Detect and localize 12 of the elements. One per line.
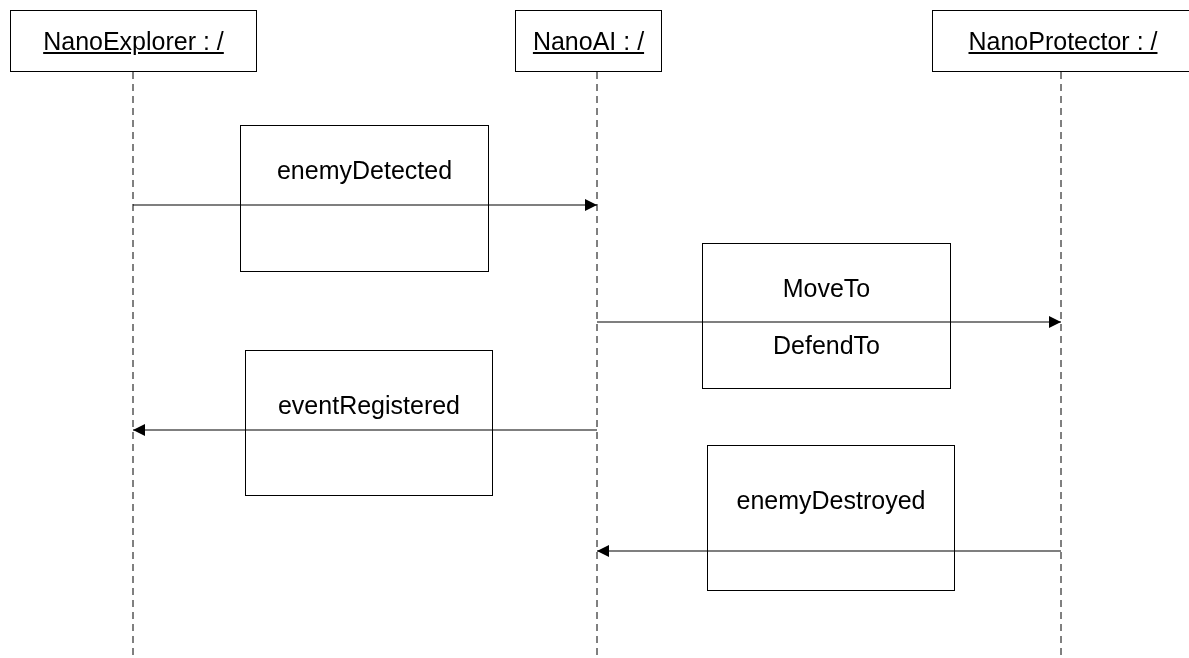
edge-label: MoveTo — [781, 274, 872, 303]
edge-label: enemyDestroyed — [735, 486, 927, 515]
message-arrow — [132, 199, 598, 211]
edge-label: enemyDetected — [275, 156, 454, 185]
message-arrow — [596, 316, 1062, 328]
edge-label: DefendTo — [772, 331, 881, 360]
message-arrow — [596, 545, 1062, 557]
edge-label: eventRegistered — [276, 391, 462, 420]
object-name: NanoAI : / — [532, 26, 645, 56]
object-name: NanoExplorer : / — [43, 26, 224, 56]
object-name: NanoProtector : / — [968, 26, 1158, 56]
message-arrow — [132, 424, 598, 436]
